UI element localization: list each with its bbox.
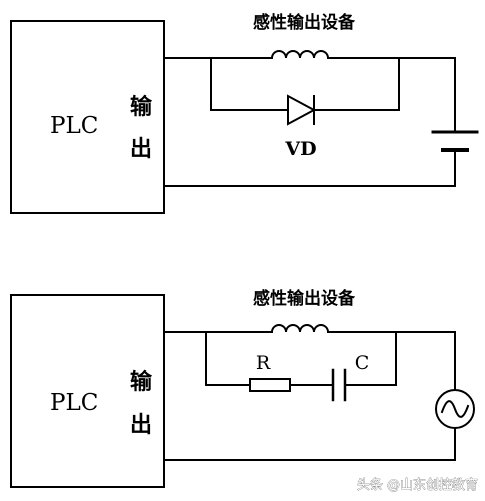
capacitor-label: C	[355, 352, 370, 374]
resistor-label: R	[256, 352, 271, 374]
load-label: 感性输出设备	[253, 288, 356, 309]
resistor-icon	[249, 378, 291, 392]
plc-label: PLC	[50, 113, 98, 139]
output-label-char-2: 出	[130, 413, 152, 438]
top-circuit	[10, 20, 479, 214]
plc-label: PLC	[50, 390, 98, 416]
load-label: 感性输出设备	[253, 12, 356, 33]
wire	[344, 331, 397, 386]
wire	[313, 57, 400, 111]
diode-icon	[287, 94, 317, 126]
output-label-char-2: 出	[130, 137, 152, 162]
wire	[205, 331, 251, 386]
watermark: 头条 @山东创控教育	[357, 477, 478, 493]
ac-source-icon	[435, 389, 475, 429]
bottom-circuit	[10, 294, 475, 488]
capacitor-icon	[331, 368, 347, 402]
wire	[210, 57, 289, 111]
dc-source-icon	[431, 130, 479, 152]
inductor-icon	[270, 324, 330, 334]
inductor-icon	[270, 50, 330, 60]
plc-box	[10, 20, 165, 214]
output-label-char-1: 输	[130, 94, 153, 120]
plc-box	[10, 294, 165, 488]
diode-label: VD	[284, 138, 316, 160]
output-label-char-1: 输	[130, 369, 153, 395]
